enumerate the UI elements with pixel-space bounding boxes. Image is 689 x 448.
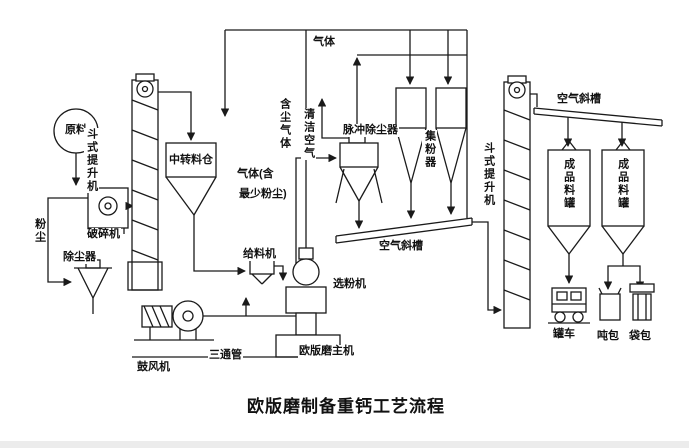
- label-gas-min-dust-line1: 气体(含: [236, 168, 275, 181]
- label-ton-bag: 吨包: [596, 330, 620, 343]
- label-dusty-gas: 含尘气体: [277, 98, 292, 150]
- label-air-chute-right: 空气斜槽: [556, 93, 602, 106]
- label-gas-top: 气体: [312, 36, 336, 49]
- bag-pack-symbol: [629, 283, 655, 321]
- label-clean-air: 清洁空气: [301, 108, 316, 160]
- label-product-tank-right: 成品料罐: [616, 158, 629, 210]
- label-dust: 粉尘: [32, 218, 47, 244]
- label-raw-material: 原料: [65, 124, 87, 136]
- product-tank-right-symbol: [601, 139, 645, 290]
- right-air-chute-symbol: [533, 107, 663, 147]
- label-bag-pack: 袋包: [628, 330, 652, 343]
- label-gas-min-dust-line2: 最少粉尘): [238, 188, 288, 201]
- transfer-silo-symbol: [165, 142, 246, 276]
- label-classifier: 选粉机: [332, 278, 367, 291]
- mill-and-classifier-symbol: [275, 247, 341, 358]
- feeder-symbol: [249, 257, 288, 285]
- diagram-title: 欧版磨制备重钙工艺流程: [247, 397, 445, 416]
- label-product-tank-left: 成品料罐: [562, 158, 575, 210]
- label-bucket-elevator-left: 斗式提升机: [84, 128, 99, 193]
- label-crusher: 破碎机: [86, 228, 121, 241]
- right-bucket-elevator-symbol: [503, 75, 538, 329]
- bottom-strip: [0, 441, 689, 448]
- dust-collector-symbol: [47, 197, 112, 314]
- label-tank-truck: 罐车: [552, 328, 576, 341]
- label-powder-collector: 集粉器: [422, 130, 437, 169]
- tank-truck-symbol: [548, 287, 590, 324]
- gas-pipe-lines: [220, 29, 468, 268]
- left-bucket-elevator-symbol: [127, 73, 196, 291]
- label-feeder: 给料机: [242, 248, 277, 261]
- label-dust-collector: 除尘器: [62, 251, 97, 264]
- center-air-chute-symbol: [335, 217, 502, 315]
- label-air-chute-center: 空气斜槽: [378, 240, 424, 253]
- pulse-dust-collector-symbol: [335, 132, 383, 229]
- ton-bag-symbol: [598, 287, 622, 321]
- label-transfer-silo: 中转料仓: [169, 154, 213, 166]
- label-blower: 鼓风机: [136, 361, 171, 374]
- label-tee-pipe: 三通管: [208, 349, 243, 362]
- product-tank-left-symbol: [547, 139, 591, 284]
- label-bucket-elevator-right: 斗式提升机: [481, 142, 496, 207]
- label-mill-main: 欧版磨主机: [298, 345, 355, 358]
- powder-collector-symbol: [395, 87, 467, 219]
- label-pulse-dust-collector: 脉冲除尘器: [342, 124, 399, 137]
- crusher-symbol: [87, 187, 134, 234]
